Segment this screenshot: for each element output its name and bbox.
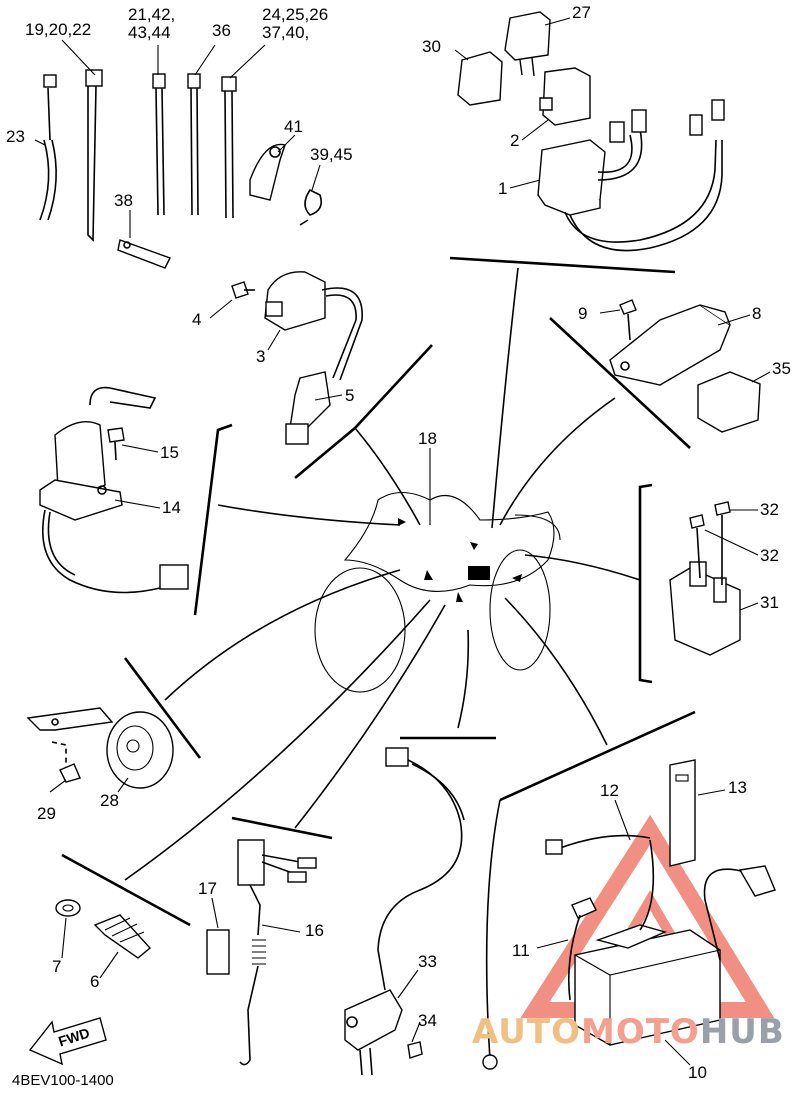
label-2: 2 bbox=[510, 131, 520, 150]
watermark-hub: HUB bbox=[699, 1012, 785, 1052]
ignition-coil-group bbox=[231, 271, 363, 445]
label-1: 1 bbox=[498, 179, 508, 198]
label-4: 4 bbox=[192, 310, 202, 329]
sidestand-switch-group bbox=[344, 747, 465, 1076]
label-17: 17 bbox=[198, 879, 217, 898]
cable-ties bbox=[39, 69, 323, 269]
label-7: 7 bbox=[52, 957, 62, 976]
label-5: 5 bbox=[345, 386, 355, 405]
label-leaders bbox=[34, 17, 771, 1066]
label-16: 16 bbox=[305, 921, 324, 940]
section-brackets bbox=[61, 256, 696, 927]
battery-group bbox=[482, 759, 776, 1070]
label-15: 15 bbox=[160, 443, 179, 462]
label-32-lower: 32 bbox=[760, 546, 779, 565]
label-38: 38 bbox=[114, 191, 133, 210]
leader-lines bbox=[124, 267, 641, 881]
label-39-45: 39,45 bbox=[310, 145, 353, 164]
starter-relay-group bbox=[669, 501, 741, 656]
label-36: 36 bbox=[212, 21, 231, 40]
label-34: 34 bbox=[418, 1011, 437, 1030]
rectifier-group bbox=[609, 299, 761, 433]
relay-group bbox=[457, 11, 725, 252]
watermark-text: AUTOMOTOHUB bbox=[472, 1012, 785, 1052]
label-31: 31 bbox=[760, 593, 779, 612]
brake-switch-group bbox=[206, 839, 317, 1066]
label-21-42: 21,42, bbox=[128, 5, 176, 24]
watermark-moto: MOTO bbox=[580, 1012, 700, 1052]
label-12: 12 bbox=[600, 781, 619, 800]
label-32-upper: 32 bbox=[760, 500, 779, 519]
label-29: 29 bbox=[37, 804, 56, 823]
label-8: 8 bbox=[752, 304, 762, 323]
label-24-25-26: 24,25,26 bbox=[262, 5, 329, 24]
label-14: 14 bbox=[162, 498, 181, 517]
label-11: 11 bbox=[512, 941, 530, 960]
label-3: 3 bbox=[256, 347, 266, 366]
diagram-code: 4BEV100-1400 bbox=[12, 1072, 114, 1089]
label-33: 33 bbox=[418, 952, 437, 971]
horn-group bbox=[26, 707, 174, 789]
label-9: 9 bbox=[578, 304, 588, 323]
label-41: 41 bbox=[284, 117, 303, 136]
label-28: 28 bbox=[100, 791, 119, 810]
label-27: 27 bbox=[572, 3, 591, 22]
label-37-40: 37,40, bbox=[262, 23, 310, 42]
label-13: 13 bbox=[728, 778, 747, 797]
label-23: 23 bbox=[6, 127, 25, 146]
motorcycle-silhouette bbox=[314, 491, 561, 693]
label-30: 30 bbox=[422, 37, 441, 56]
watermark-auto: AUTO bbox=[472, 1012, 581, 1052]
label-19-20-22: 19,20,22 bbox=[25, 20, 92, 39]
label-43-44: 43,44 bbox=[128, 23, 171, 42]
main-switch-group bbox=[39, 386, 189, 594]
label-18: 18 bbox=[418, 429, 437, 448]
label-35: 35 bbox=[772, 359, 791, 378]
label-6: 6 bbox=[90, 972, 100, 991]
fwd-arrow bbox=[28, 1017, 107, 1066]
label-10: 10 bbox=[688, 1063, 707, 1082]
neutral-switch-group bbox=[55, 899, 152, 959]
